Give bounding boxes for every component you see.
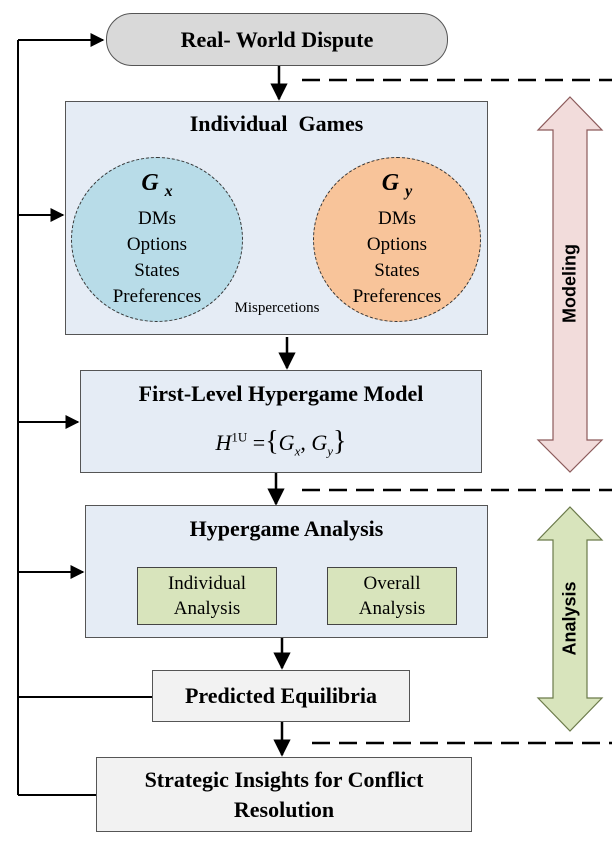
game-x-item: Options <box>126 233 188 255</box>
game-y-item: States <box>374 259 420 281</box>
individual-games-title: Individual Games <box>189 111 364 136</box>
feedback-loop <box>17 33 152 796</box>
hypergame-model-title: First-Level Hypergame Model <box>138 381 424 406</box>
game-x-item: States <box>134 259 180 281</box>
hypergame-model-box <box>80 370 482 473</box>
game-y-circle: G y DMs Options States Preferences <box>313 157 481 322</box>
game-x-item: DMs <box>137 207 176 229</box>
game-y-item: Preferences <box>352 285 442 307</box>
individual-analysis-line1: Individual <box>167 573 247 594</box>
modeling-double-arrow <box>536 96 604 473</box>
individual-analysis-line2: Analysis <box>173 598 241 619</box>
game-x-circle: G x DMs Options States Preferences <box>71 157 243 322</box>
hypergame-formula: H1U ={Gx, Gy} <box>215 426 347 459</box>
hypergame-analysis-title: Hypergame Analysis <box>189 516 384 541</box>
dashed-separators <box>302 78 612 745</box>
game-y-item: DMs <box>377 207 416 229</box>
analysis-double-arrow <box>536 506 604 732</box>
misperception-label: Mispercetions <box>234 300 320 316</box>
real-world-dispute-label: Real- World Dispute <box>180 26 374 52</box>
predicted-equilibria-label: Predicted Equilibria <box>184 683 378 708</box>
strategic-insights-box: Strategic Insights for Conflict Resoluti… <box>96 757 472 832</box>
overall-analysis-line1: Overall <box>363 573 421 594</box>
strategic-insights-line2: Resolution <box>233 796 335 822</box>
overall-analysis-box: Overall Analysis <box>327 567 457 625</box>
real-world-dispute-node: Real- World Dispute <box>106 13 448 66</box>
overall-analysis-line2: Analysis <box>358 598 426 619</box>
flow-arrows <box>267 64 296 757</box>
analysis-label: Analysis <box>559 581 580 656</box>
game-y-symbol: G y <box>381 170 413 200</box>
game-x-symbol: G x <box>141 170 173 200</box>
strategic-insights-line1: Strategic Insights for Conflict <box>144 766 424 792</box>
game-x-item: Preferences <box>112 285 202 307</box>
modeling-label: Modeling <box>559 244 580 323</box>
individual-analysis-box: Individual Analysis <box>137 567 277 625</box>
game-y-item: Options <box>366 233 428 255</box>
predicted-equilibria-box: Predicted Equilibria <box>152 670 410 722</box>
